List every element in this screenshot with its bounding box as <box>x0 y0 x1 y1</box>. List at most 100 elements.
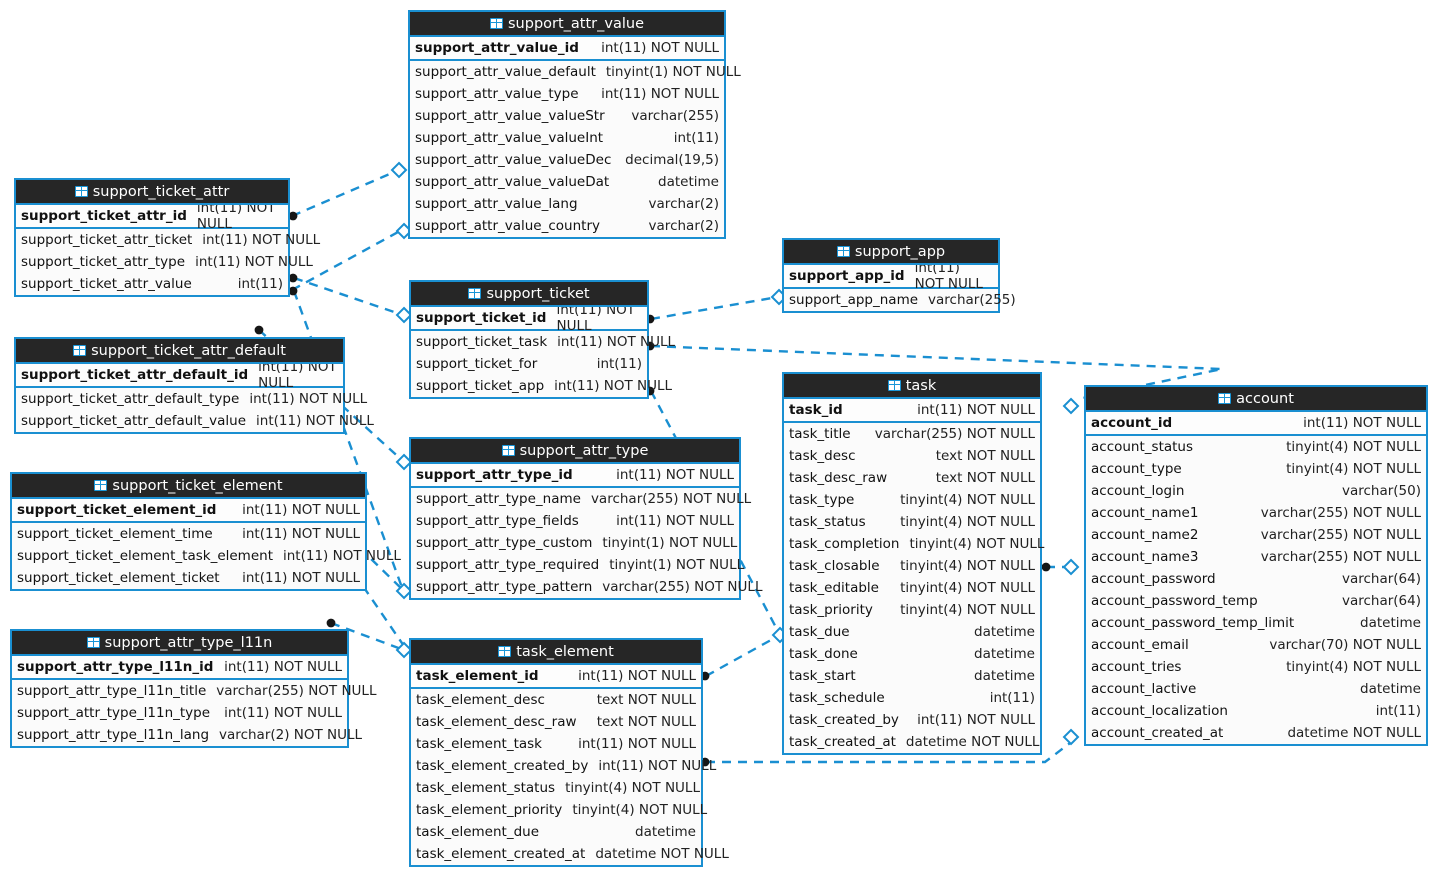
entity-header-support_attr_type_l11n[interactable]: support_attr_type_l11n <box>12 631 347 656</box>
entity-header-support_attr_value[interactable]: support_attr_value <box>410 12 724 37</box>
entity-header-support_ticket_element[interactable]: support_ticket_element <box>12 474 365 499</box>
entity-header-support_ticket[interactable]: support_ticket <box>411 282 647 307</box>
column-type: int(11) NOT NULL <box>224 659 342 675</box>
entity-header-support_ticket_attr[interactable]: support_ticket_attr <box>16 180 288 205</box>
entity-header-account[interactable]: account <box>1086 387 1426 412</box>
column-type: varchar(255) <box>631 108 719 124</box>
entity-header-support_app[interactable]: support_app <box>784 240 998 265</box>
entity-header-support_ticket_attr_default[interactable]: support_ticket_attr_default <box>16 339 343 364</box>
entity-header-task[interactable]: task <box>784 374 1040 399</box>
entity-header-support_attr_type[interactable]: support_attr_type <box>411 439 739 464</box>
entity-header-task_element[interactable]: task_element <box>411 640 701 665</box>
